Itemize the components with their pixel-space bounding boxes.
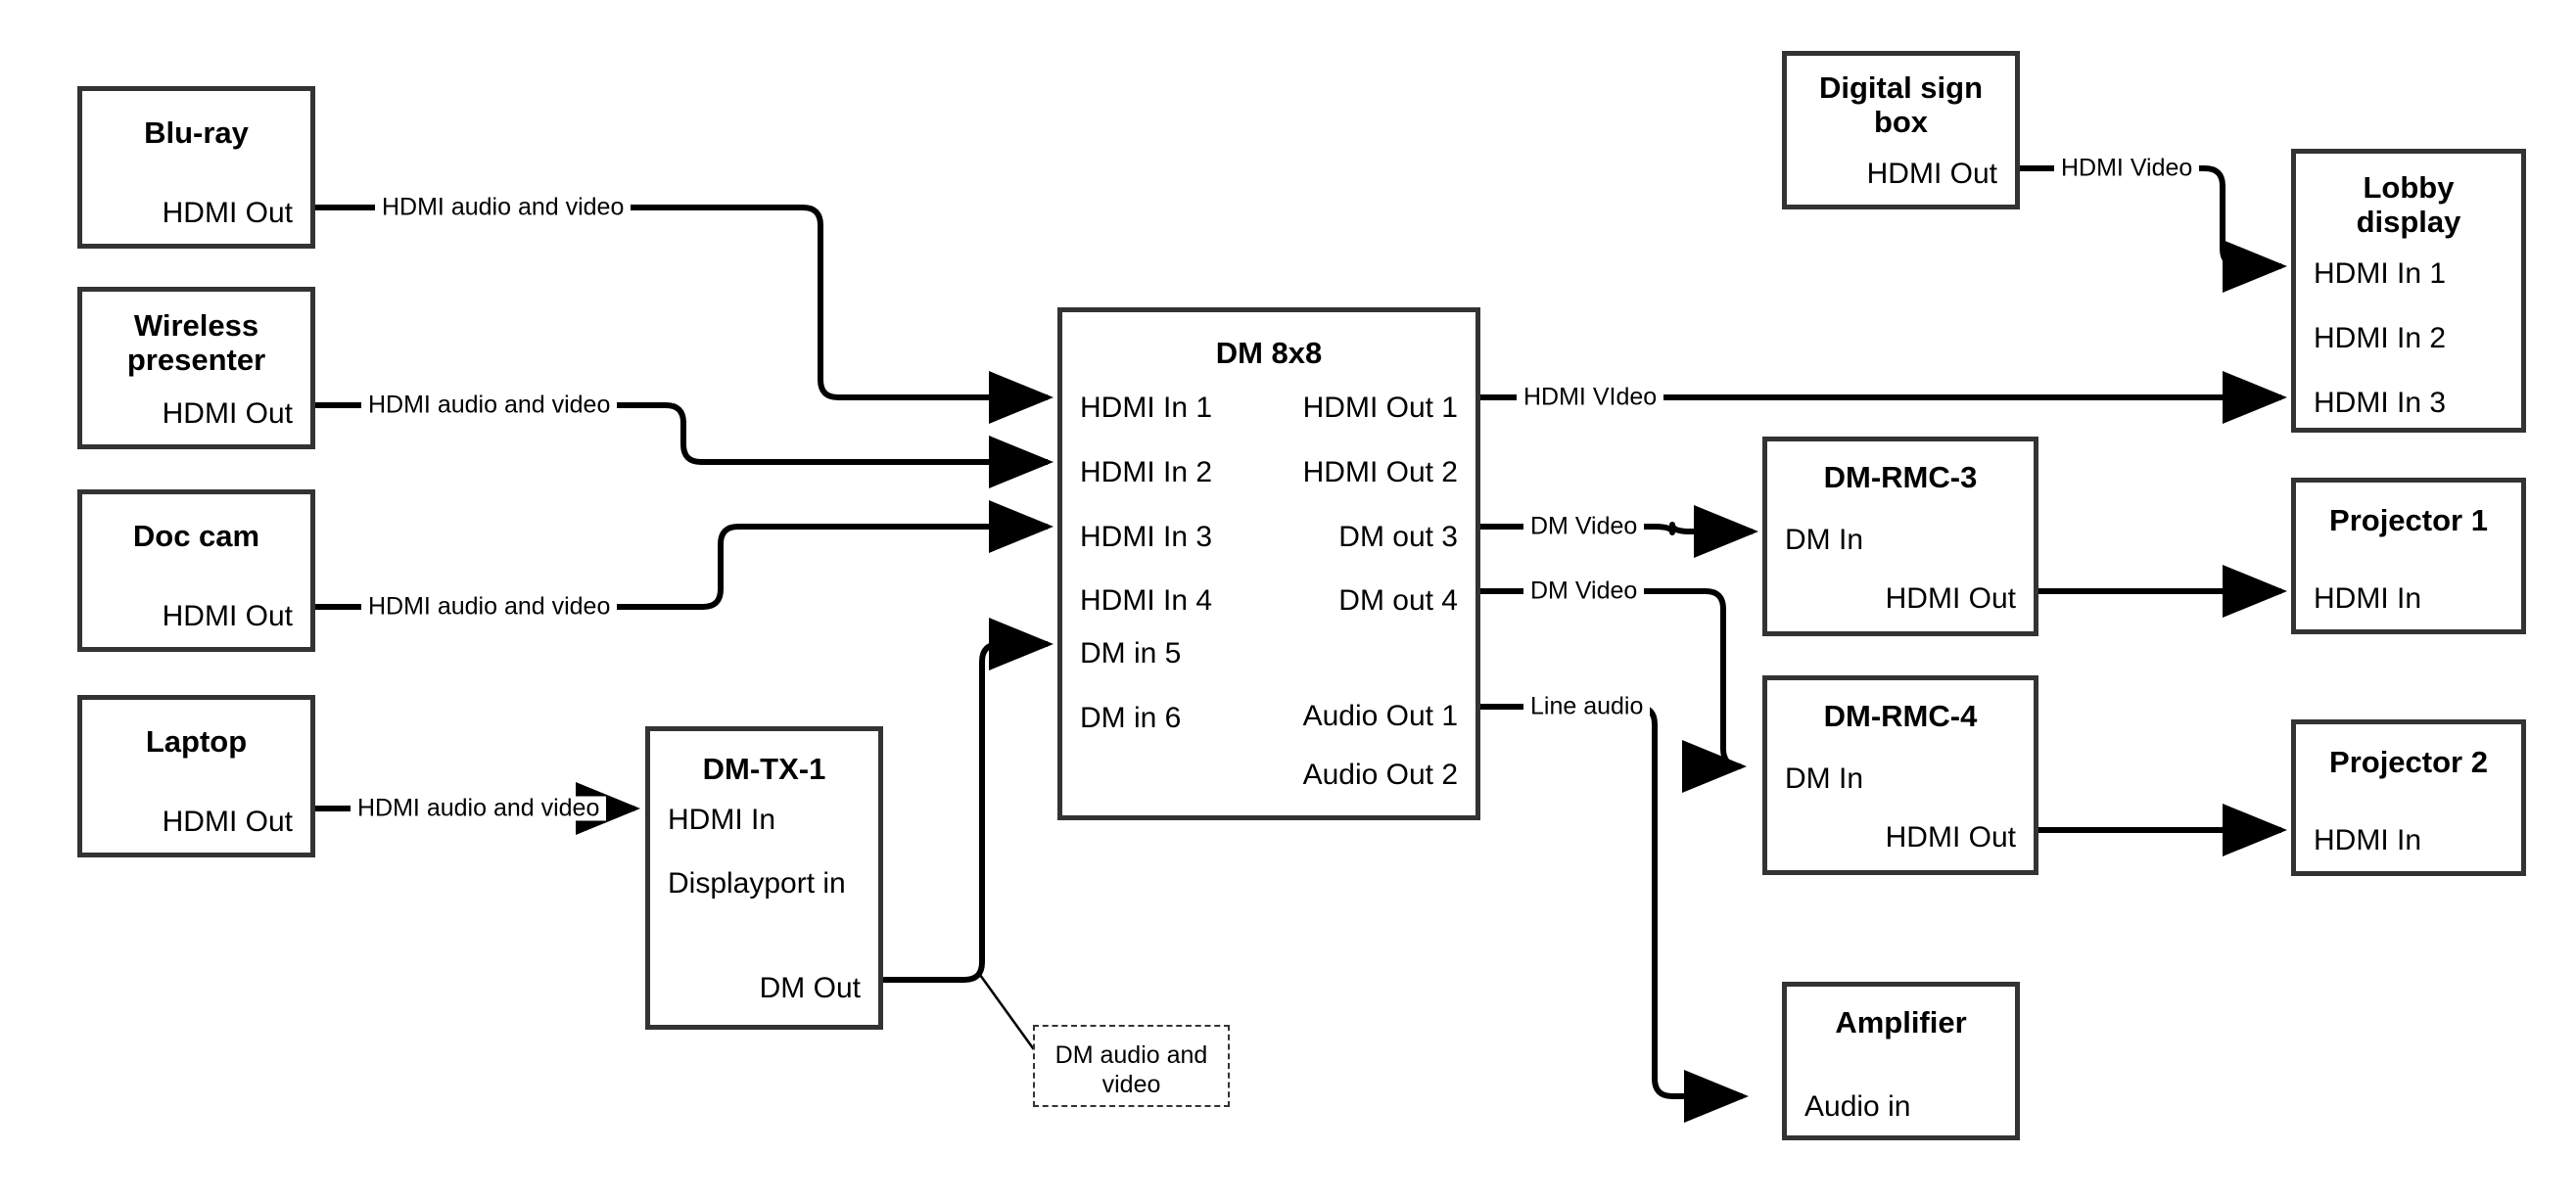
node-wireless-presenter-port-hdmi-out: HDMI Out <box>162 397 293 430</box>
node-dm-8x8[interactable]: DM 8x8 HDMI In 1 HDMI In 2 HDMI In 3 HDM… <box>1057 307 1480 820</box>
node-digital-sign-box[interactable]: Digital sign box HDMI Out <box>1782 51 2020 209</box>
node-amplifier-port-audio-in: Audio in <box>1804 1090 1911 1123</box>
node-dm-8x8-input-dm-in-5: DM in 5 <box>1080 637 1182 670</box>
node-dm-8x8-output-dm-out-3: DM out 3 <box>1338 521 1458 553</box>
leader-line-dm-note <box>978 974 1043 1060</box>
node-dm-rmc-3-title: DM-RMC-3 <box>1823 460 1978 494</box>
annotation-dm-audio-and-video-line2: video <box>1101 1071 1161 1098</box>
node-wireless-presenter-title-line1: Wireless <box>133 308 259 343</box>
wire-label-dmout3-to-dmrmc3: DM Video <box>1523 514 1645 539</box>
wire-label-audioout1-to-amplifier: Line audio <box>1523 694 1651 719</box>
node-doc-cam[interactable]: Doc cam HDMI Out <box>77 489 315 652</box>
node-laptop[interactable]: Laptop HDMI Out <box>77 695 315 857</box>
node-dm-rmc-4-port-dm-in: DM In <box>1785 762 1864 795</box>
node-projector-2-title: Projector 2 <box>2329 745 2488 779</box>
node-lobby-display[interactable]: Lobby display HDMI In 1 HDMI In 2 HDMI I… <box>2291 149 2526 433</box>
node-dm-rmc-3[interactable]: DM-RMC-3 DM In HDMI Out <box>1762 437 2038 636</box>
node-doc-cam-port-hdmi-out: HDMI Out <box>162 600 293 632</box>
wire-label-laptop-to-dmtx1: HDMI audio and video <box>351 796 607 821</box>
node-dm-rmc-4[interactable]: DM-RMC-4 DM In HDMI Out <box>1762 675 2038 875</box>
node-dm-8x8-title: DM 8x8 <box>1215 336 1323 370</box>
wire-label-doccam-to-dm8x8: HDMI audio and video <box>361 594 618 620</box>
node-laptop-title: Laptop <box>145 724 248 759</box>
annotation-dm-audio-and-video-line1: DM audio and <box>1054 1041 1208 1069</box>
node-wireless-presenter-title-line2: presenter <box>126 343 266 377</box>
node-dm-rmc-4-port-hdmi-out: HDMI Out <box>1885 821 2016 854</box>
node-lobby-display-input-hdmi-in-2: HDMI In 2 <box>2314 322 2447 354</box>
wire-digitalsign-to-lobby-hdmi-in-1 <box>2020 165 2287 293</box>
node-blu-ray-port-hdmi-out: HDMI Out <box>162 197 293 229</box>
node-lobby-display-title-line1: Lobby <box>2363 170 2455 205</box>
node-dm-tx-1-port-dm-out: DM Out <box>759 972 861 1004</box>
wire-dm8x8-audioout1-to-amplifier <box>1480 704 1749 1123</box>
node-dm-8x8-input-dm-in-6: DM in 6 <box>1080 702 1182 734</box>
node-dm-8x8-output-dm-out-4: DM out 4 <box>1338 584 1458 617</box>
node-blu-ray[interactable]: Blu-ray HDMI Out <box>77 86 315 249</box>
node-digital-sign-box-port-hdmi-out: HDMI Out <box>1866 158 1997 190</box>
node-dm-8x8-output-hdmi-out-1: HDMI Out 1 <box>1302 392 1458 424</box>
node-dm-8x8-input-hdmi-in-1: HDMI In 1 <box>1080 392 1213 424</box>
node-dm-tx-1-port-hdmi-in: HDMI In <box>668 804 776 836</box>
wire-label-hdmiout1-to-lobby: HDMI VIdeo <box>1517 385 1664 410</box>
wire-label-dmout4-to-dmrmc4: DM Video <box>1523 578 1645 604</box>
node-projector-1-title: Projector 1 <box>2329 503 2488 537</box>
node-amplifier[interactable]: Amplifier Audio in <box>1782 982 2020 1140</box>
node-lobby-display-input-hdmi-in-3: HDMI In 3 <box>2314 387 2447 419</box>
node-doc-cam-title: Doc cam <box>132 519 260 553</box>
node-dm-tx-1-port-displayport-in: Displayport in <box>668 867 846 900</box>
node-wireless-presenter[interactable]: Wireless presenter HDMI Out <box>77 287 315 449</box>
node-lobby-display-title-line2: display <box>2356 205 2461 239</box>
wire-label-wireless-to-dm8x8: HDMI audio and video <box>361 393 618 418</box>
node-blu-ray-title: Blu-ray <box>144 115 249 150</box>
node-digital-sign-box-title-line1: Digital sign <box>1818 70 1984 105</box>
node-laptop-port-hdmi-out: HDMI Out <box>162 806 293 838</box>
node-projector-2[interactable]: Projector 2 HDMI In <box>2291 719 2526 876</box>
wire-label-digitalsign-to-lobby: HDMI Video <box>2054 156 2200 181</box>
wire-label-bluray-to-dm8x8: HDMI audio and video <box>375 195 632 220</box>
wire-dmtx1-to-dm8x8-dm-in-5 <box>883 618 1054 983</box>
node-dm-rmc-4-title: DM-RMC-4 <box>1823 699 1978 733</box>
wire-bluray-to-dm8x8-hdmi-in-1 <box>315 205 1054 424</box>
node-dm-8x8-output-hdmi-out-2: HDMI Out 2 <box>1302 456 1458 488</box>
node-projector-2-port-hdmi-in: HDMI In <box>2314 824 2422 856</box>
annotation-dm-audio-and-video: DM audio and video <box>1033 1025 1230 1107</box>
node-dm-8x8-output-audio-out-2: Audio Out 2 <box>1302 759 1458 791</box>
node-amplifier-title: Amplifier <box>1835 1005 1967 1039</box>
node-projector-1-port-hdmi-in: HDMI In <box>2314 582 2422 615</box>
wire-dm8x8-dmout4-to-dmrmc4 <box>1480 588 1747 793</box>
node-dm-tx-1-title: DM-TX-1 <box>702 752 826 786</box>
node-dm-rmc-3-port-hdmi-out: HDMI Out <box>1885 582 2016 615</box>
node-dm-tx-1[interactable]: DM-TX-1 HDMI In Displayport in DM Out <box>645 726 883 1030</box>
node-projector-1[interactable]: Projector 1 HDMI In <box>2291 478 2526 634</box>
node-dm-rmc-3-port-dm-in: DM In <box>1785 524 1864 556</box>
node-dm-8x8-output-audio-out-1: Audio Out 1 <box>1302 700 1458 732</box>
node-dm-8x8-input-hdmi-in-4: HDMI In 4 <box>1080 584 1213 617</box>
node-dm-8x8-input-hdmi-in-3: HDMI In 3 <box>1080 521 1213 553</box>
node-dm-8x8-input-hdmi-in-2: HDMI In 2 <box>1080 456 1213 488</box>
node-digital-sign-box-title-line2: box <box>1873 105 1929 139</box>
node-lobby-display-input-hdmi-in-1: HDMI In 1 <box>2314 257 2447 290</box>
